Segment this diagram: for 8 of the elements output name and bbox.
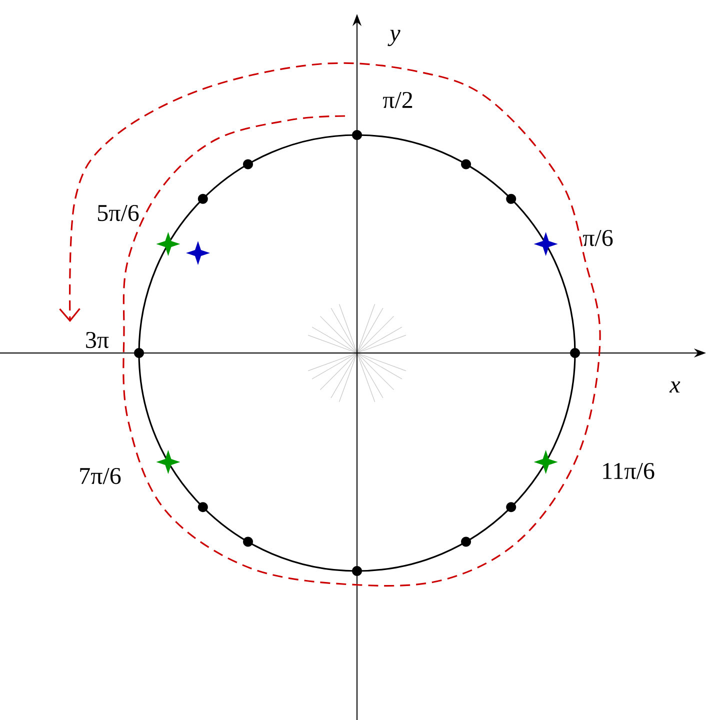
angle-label: 11π/6 <box>603 462 654 480</box>
angle-label: 5π/6 <box>98 204 139 222</box>
axis-label: x <box>669 382 680 392</box>
angle-label: 7π/6 <box>80 468 121 484</box>
angle-label: 3π <box>86 332 109 348</box>
axis-label: y <box>388 30 400 46</box>
angle-label: π/2 <box>382 92 412 108</box>
angle-label: π/6 <box>582 230 613 246</box>
